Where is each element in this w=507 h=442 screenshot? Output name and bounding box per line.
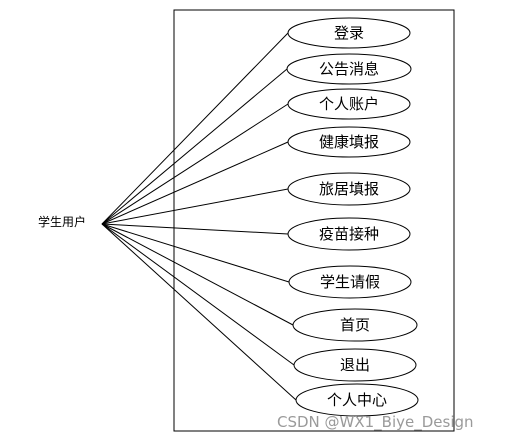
use-case-ellipse [287, 126, 411, 158]
use-case-ellipse [288, 265, 412, 299]
use-case-ellipse [295, 383, 419, 417]
use-case-label: 旅居填报 [319, 180, 379, 198]
use-case-label: 疫苗接种 [319, 225, 379, 243]
association-line [101, 32, 289, 225]
association-line [101, 223, 297, 401]
system-boundary [173, 9, 455, 432]
use-case-label: 个人账户 [319, 95, 379, 113]
use-case-ellipse [287, 172, 411, 206]
use-case-label: 公告消息 [319, 60, 379, 78]
use-case-label: 首页 [340, 316, 370, 334]
association-line [101, 223, 289, 235]
use-case-label: 个人中心 [327, 391, 387, 409]
use-case-ellipse [293, 348, 417, 382]
association-line [101, 223, 294, 326]
association-lines [101, 32, 297, 401]
association-line [101, 68, 288, 225]
use-case-ellipse [287, 217, 411, 251]
association-line [101, 188, 289, 225]
use-case-label: 学生请假 [320, 273, 380, 291]
use-case-label: 登录 [334, 24, 364, 42]
use-case-label: 健康填报 [319, 133, 379, 151]
association-line [101, 223, 290, 283]
use-case-label: 退出 [340, 356, 370, 374]
watermark: CSDN @WX1_Biye_Design [277, 413, 474, 432]
use-case-ellipse [287, 17, 411, 49]
actor-label: 学生用户 [38, 214, 86, 229]
association-line [101, 103, 289, 225]
association-line [101, 141, 289, 225]
association-line [101, 223, 295, 366]
use-case-ellipse [286, 53, 412, 85]
use-case-ellipse [287, 88, 411, 120]
use-case-ellipse [292, 308, 418, 342]
